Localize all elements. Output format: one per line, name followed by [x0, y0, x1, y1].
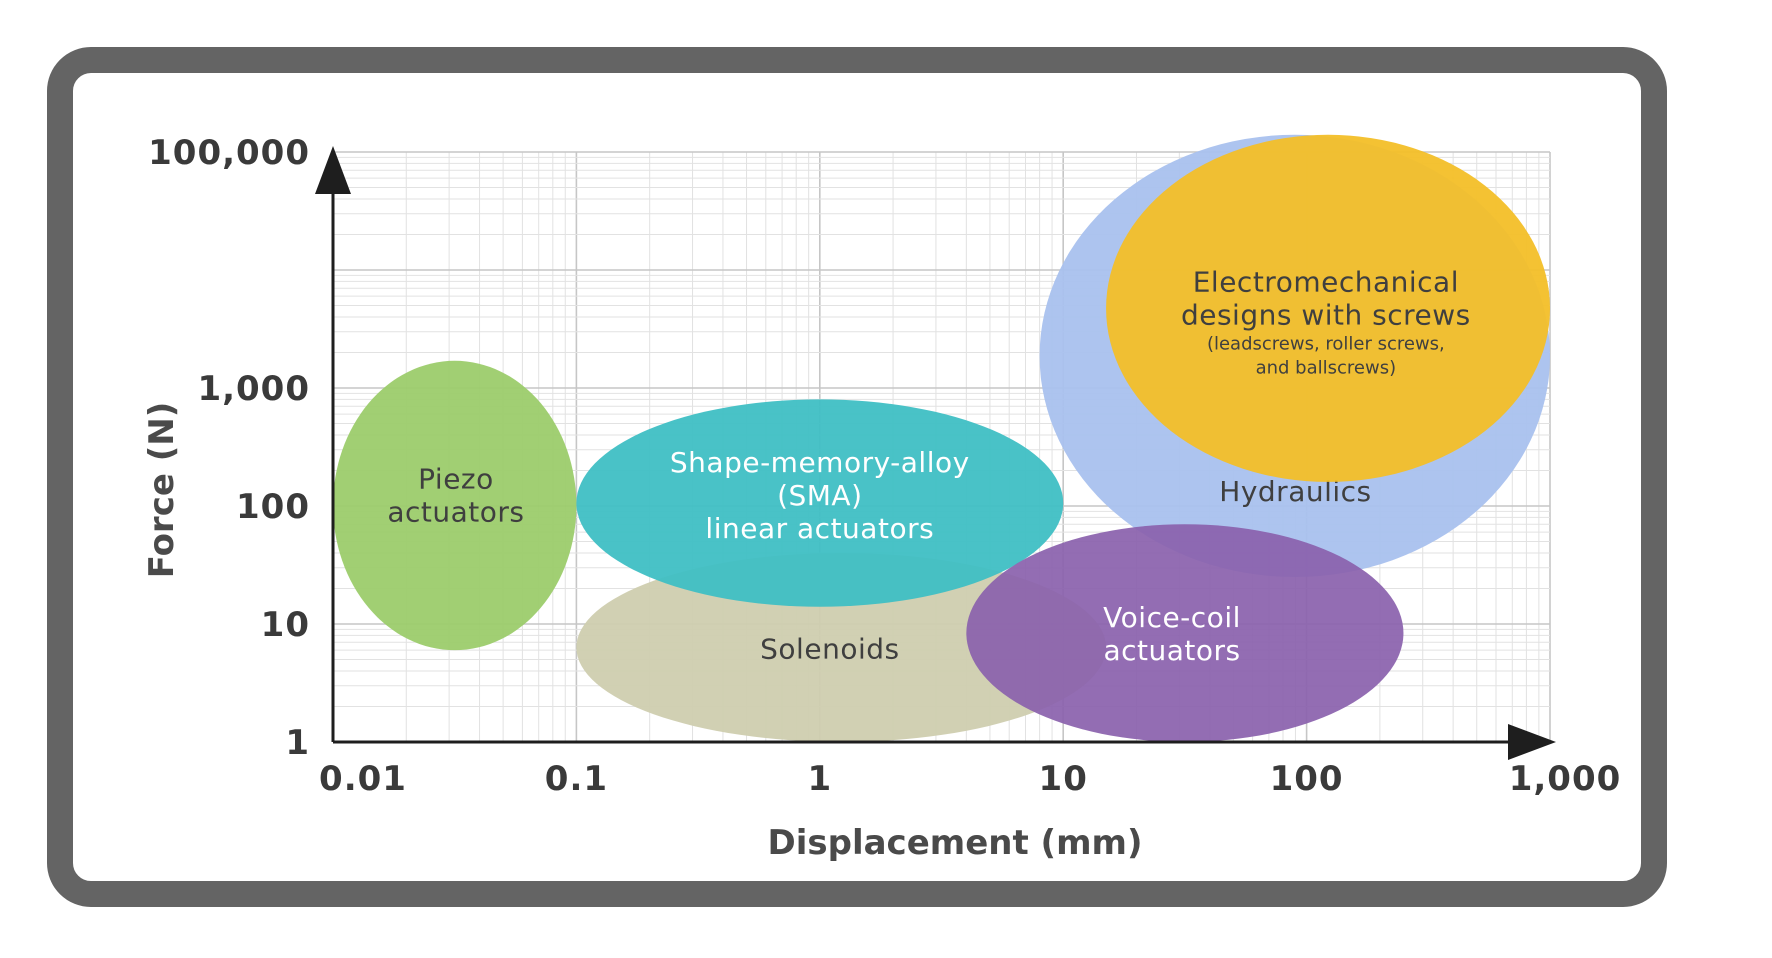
- region-electromechanical-note-line: (leadscrews, roller screws,: [1207, 333, 1445, 354]
- region-electromechanical-note-line: and ballscrews): [1256, 357, 1397, 378]
- region-electromechanical-ellipse: [1106, 134, 1550, 482]
- region-solenoids-ellipse: [576, 552, 1107, 742]
- x-tick-label: 1,000: [1509, 759, 1622, 799]
- region-piezo-label-line: actuators: [387, 495, 524, 528]
- x-tick-label: 0.01: [319, 759, 407, 799]
- region-sma-label-line: (SMA): [777, 479, 862, 512]
- region-solenoids: Solenoids: [576, 552, 1107, 742]
- x-tick-label: 1: [807, 759, 832, 799]
- region-piezo-ellipse: [333, 360, 577, 651]
- region-sma-label-line: Shape-memory-alloy: [670, 446, 970, 479]
- region-electromechanical-label-line: designs with screws: [1181, 299, 1471, 332]
- region-piezo-label-line: Piezo: [418, 462, 494, 495]
- tick-labels: 0.01 0.1 1 10 100 1,000 1 10 100 1,000 100,000: [148, 133, 1622, 799]
- region-sma: Shape-memory-alloy(SMA)linear actuators: [576, 399, 1064, 607]
- region-voice-coil-label-line: actuators: [1103, 634, 1240, 667]
- y-axis-title: Force (N): [142, 402, 182, 579]
- y-tick-label: 1: [285, 723, 310, 763]
- y-tick-label: 100: [236, 487, 310, 527]
- y-tick-label: 100,000: [148, 133, 310, 173]
- region-sma-label-line: linear actuators: [705, 512, 934, 545]
- x-axis-title: Displacement (mm): [768, 823, 1143, 863]
- x-tick-label: 0.1: [545, 759, 608, 799]
- x-tick-label: 10: [1039, 759, 1088, 799]
- region-voice-coil-label-line: Voice-coil: [1103, 601, 1241, 634]
- axes: [315, 146, 1556, 760]
- y-tick-label: 10: [261, 605, 310, 645]
- region-sma-ellipse: [576, 399, 1064, 607]
- region-electromechanical-label-line: Electromechanical: [1193, 266, 1459, 299]
- y-tick-label: 1,000: [197, 369, 310, 409]
- region-solenoids-label-line: Solenoids: [760, 632, 899, 665]
- region-voice-coil-ellipse: [966, 524, 1404, 742]
- x-tick-label: 100: [1270, 759, 1344, 799]
